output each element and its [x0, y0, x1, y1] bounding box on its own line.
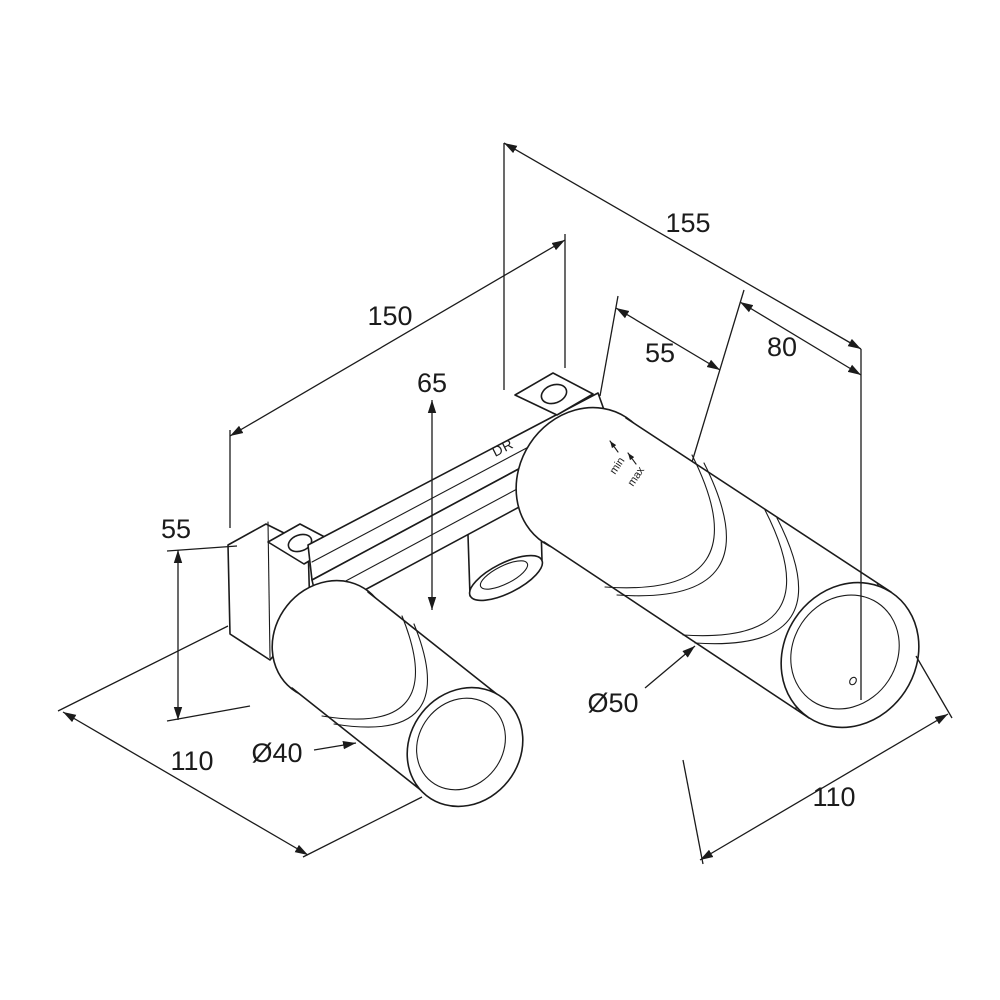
large-valve-ring-arc-1: [682, 509, 788, 637]
valve-body-large: min max: [515, 406, 920, 729]
dim-155-label: 155: [665, 208, 710, 238]
dim-155-line: [503, 142, 862, 350]
dim-80-depth-label: 80: [767, 332, 797, 362]
dim-55-height-label: 55: [161, 514, 191, 544]
large-valve-ring-arc-2: [694, 517, 800, 645]
dim-110-right-label: 110: [812, 782, 855, 812]
valve-body-small: [271, 579, 524, 808]
dim-55-depth: 55: [599, 289, 745, 463]
mounting-hole-left: [287, 533, 313, 553]
large-valve-collar-arc-2: [616, 462, 727, 597]
small-valve-top-edge: [367, 591, 504, 700]
leader-dia-40-line: [313, 740, 357, 751]
dim-80-depth: 80: [739, 301, 862, 376]
max-arrow: [627, 452, 637, 465]
dim-55-height-ext-bottom: [166, 705, 251, 722]
dim-110-left-label: 110: [170, 746, 213, 776]
dia-40-label: Ø40: [251, 738, 302, 768]
dim-55-depth-ext-b: [691, 289, 745, 463]
dim-110-left: 110: [57, 625, 423, 858]
small-valve-bottom-edge: [291, 687, 428, 796]
dim-110-right-ext-b: [915, 655, 953, 719]
large-valve-bottom-edge: [543, 541, 810, 719]
dim-150-line: [229, 239, 566, 437]
leader-dia-50-line: [644, 645, 696, 689]
min-arrow: [609, 440, 619, 453]
dim-150-label: 150: [367, 301, 412, 331]
small-valve-collar-arc-1: [321, 615, 417, 720]
small-valve-face: [406, 686, 524, 808]
large-valve-face-dot: [849, 676, 857, 686]
dim-110-left-ext-b: [302, 796, 423, 858]
dim-65: 65: [417, 368, 447, 610]
dim-55-depth-line: [615, 307, 721, 371]
dim-110-left-ext-a: [57, 625, 229, 712]
dim-55-depth-ext-a: [599, 295, 619, 397]
outlet-bore: [479, 560, 529, 590]
dim-110-right-line: [699, 713, 949, 861]
small-valve-collar-arc-2: [333, 623, 429, 728]
bracket-left-head-edge: [267, 521, 271, 659]
dim-110-right: 110: [682, 655, 953, 865]
dim-110-left-line: [62, 711, 309, 856]
dim-110-right-ext-a: [682, 759, 704, 865]
dim-80-depth-line: [739, 301, 862, 376]
dim-55-depth-label: 55: [645, 338, 675, 368]
outlet-side-left: [467, 534, 471, 597]
outlet-rim: [468, 554, 544, 602]
center-outlet: [467, 495, 544, 602]
large-valve-face-bore: [790, 594, 900, 710]
large-valve-collar-arc-1: [604, 454, 715, 589]
dim-150: 150: [229, 234, 566, 528]
dim-65-label: 65: [417, 368, 447, 398]
large-valve-top-edge: [625, 417, 892, 593]
leader-dia-40: Ø40: [251, 738, 357, 768]
small-valve-face-bore: [416, 697, 506, 791]
dia-50-label: Ø50: [587, 688, 638, 718]
leader-dia-50: Ø50: [587, 645, 696, 718]
